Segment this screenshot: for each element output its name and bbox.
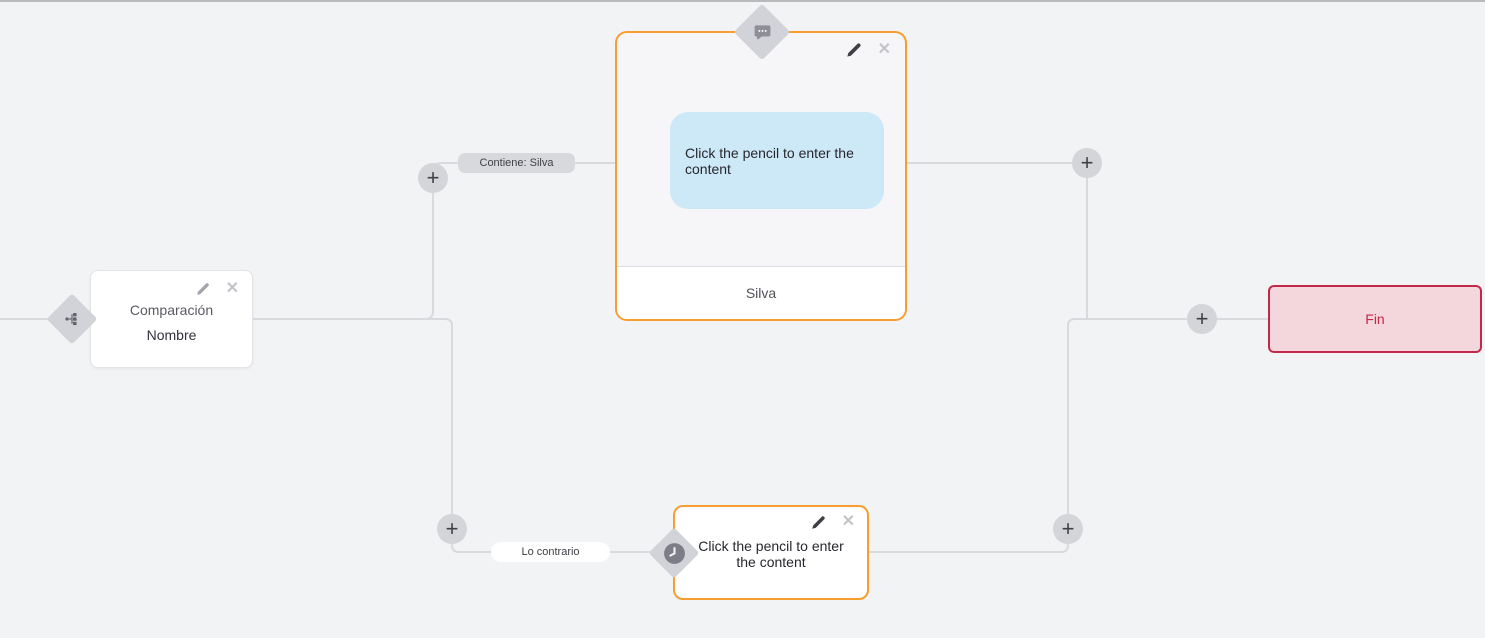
add-node-button-after-message[interactable]: +	[1072, 148, 1102, 178]
message-body: Click the pencil to enter the content	[617, 33, 905, 266]
window-edge	[0, 0, 1485, 2]
node-comparison[interactable]: ✕ Comparación Nombre	[46, 270, 253, 368]
close-icon[interactable]: ✕	[225, 280, 239, 297]
message-preview-bubble: Click the pencil to enter the content	[670, 112, 884, 209]
add-node-button-before-end[interactable]: +	[1187, 304, 1217, 334]
node-subtitle: Nombre	[146, 327, 197, 343]
edge-label-contiene[interactable]: Contiene: Silva	[458, 153, 575, 173]
add-node-button-branch-bottom[interactable]: +	[437, 514, 467, 544]
delay-placeholder-text: Click the pencil to enter the content	[698, 538, 844, 570]
branch-icon	[54, 301, 90, 337]
chat-bubble-icon	[742, 12, 782, 52]
message-handle[interactable]	[733, 3, 791, 61]
message-footer-label: Silva	[745, 285, 777, 301]
delay-handle[interactable]	[648, 527, 700, 579]
edge-label-contrario[interactable]: Lo contrario	[491, 542, 610, 562]
edit-pencil-icon[interactable]	[196, 282, 210, 296]
close-icon[interactable]: ✕	[877, 41, 891, 58]
clock-icon	[656, 535, 692, 571]
node-delay[interactable]: ✕ Click the pencil to enter the content	[648, 505, 869, 600]
message-preview-text: Click the pencil to enter the content	[685, 144, 854, 177]
edit-pencil-icon[interactable]	[846, 42, 862, 58]
node-end[interactable]: Fin	[1268, 285, 1482, 353]
add-node-button-after-delay[interactable]: +	[1053, 514, 1083, 544]
condition-handle[interactable]	[46, 293, 98, 345]
message-footer: Silva	[617, 266, 905, 319]
node-message[interactable]: ✕ Click the pencil to enter the content …	[615, 3, 907, 321]
end-node-label: Fin	[1365, 311, 1385, 327]
edit-pencil-icon[interactable]	[811, 515, 826, 530]
add-node-button-branch-top[interactable]: +	[418, 163, 448, 193]
node-title: Comparación	[129, 302, 214, 318]
close-icon[interactable]: ✕	[841, 513, 855, 530]
